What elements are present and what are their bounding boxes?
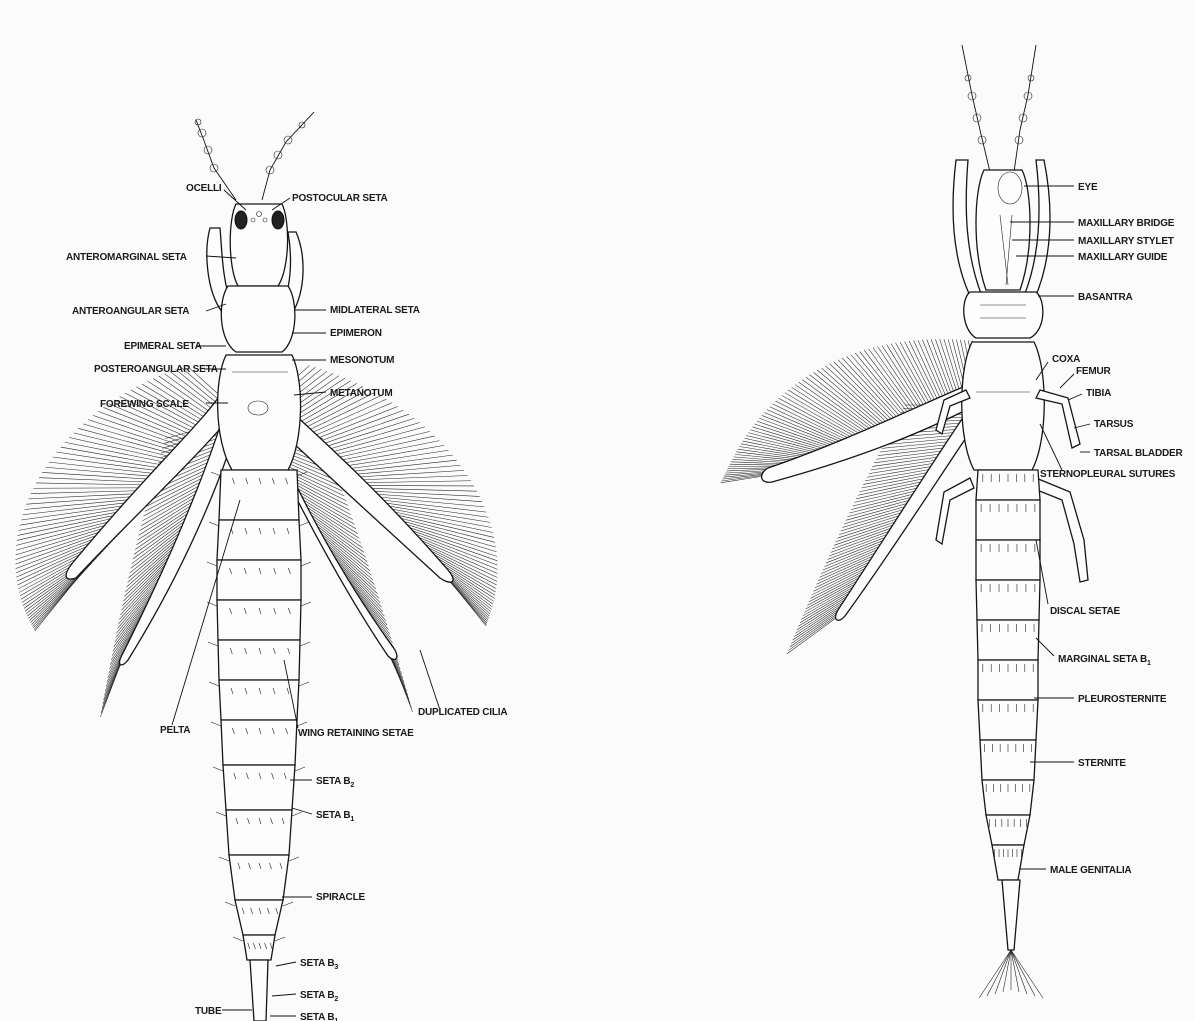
label-sternite: STERNITE [1078,758,1126,769]
label-eye: EYE [1078,182,1098,193]
label-maxillary-bridge: MAXILLARY BRIDGE [1078,218,1175,229]
left-tube [250,960,268,1021]
label-anteroangular-seta: ANTEROANGULAR SETA [72,306,189,317]
label-posteroangular-seta: POSTEROANGULAR SETA [94,364,218,375]
abdomen-segment [221,720,297,765]
label-seta-b1: SETA B1 [316,810,354,823]
abdomen-segment [229,855,289,900]
label-seta-b3: SETA B3 [300,958,338,971]
abdomen-segment [226,810,292,855]
label-tube: TUBE [195,1006,222,1017]
abdomen-segment [219,470,299,520]
right-specimen-ventral [721,45,1088,998]
label-midlateral-seta: MIDLATERAL SETA [330,305,420,316]
right-hindleg-left [936,478,974,544]
label-seta-b2: SETA B2 [316,776,354,789]
label-epimeron: EPIMERON [330,328,382,339]
left-specimen-dorsal [15,112,497,1021]
right-prosternum [964,292,1043,338]
label-tarsus: TARSUS [1094,419,1134,430]
left-prothorax [221,286,295,352]
abdomen-segment [235,900,283,935]
label-wing-retaining-setae: WING RETAINING SETAE [298,728,414,739]
label-anteromarginal-seta: ANTEROMARGINAL SETA [66,252,187,263]
label-discal-setae: DISCAL SETAE [1050,606,1121,617]
label-tarsal-bladder: TARSAL BLADDER [1094,448,1183,459]
label-duplicated-cilia: DUPLICATED CILIA [418,707,507,718]
right-abdomen [976,470,1040,880]
label-coxa: COXA [1052,354,1080,365]
label-male-genitalia: MALE GENITALIA [1050,865,1131,876]
label-tibia: TIBIA [1086,388,1111,399]
label-marginal-seta-b1: MARGINAL SETA B1 [1058,654,1151,667]
label-basantra: BASANTRA [1078,292,1133,303]
label-metanotum: METANOTUM [330,388,392,399]
left-compound-eye-right [272,211,284,229]
label-pleurosternite: PLEUROSTERNITE [1078,694,1167,705]
label-epimeral-seta: EPIMERAL SETA [124,341,202,352]
label-postocular-seta: POSTOCULAR SETA [292,193,388,204]
label-maxillary-guide: MAXILLARY GUIDE [1078,252,1168,263]
abdomen-segment [219,680,299,720]
abdomen-segment [218,640,300,680]
label-maxillary-stylet: MAXILLARY STYLET [1078,236,1174,247]
abdomen-segment [217,520,301,560]
label-sternopleural-sutures: STERNOPLEURAL SUTURES [1040,469,1176,480]
right-antennae [962,45,1036,172]
label-seta-b1-lower: SETA B1 [300,1012,338,1021]
right-terminal-setae [979,950,1043,998]
label-femur: FEMUR [1076,366,1112,377]
abdomen-segment [217,560,301,600]
label-forewing-scale: FOREWING SCALE [100,399,189,410]
abdomen-segment [223,765,295,810]
abdomen-segment [217,600,301,640]
label-ocelli: OCELLI [186,183,222,194]
label-pelta: PELTA [160,725,190,736]
left-compound-eye [235,211,247,229]
right-genital-tip [1002,880,1020,950]
abdomen-segment [243,935,275,960]
label-spiracle: SPIRACLE [316,892,365,903]
right-thorax [962,342,1045,470]
label-seta-b2-lower: SETA B2 [300,990,338,1003]
label-mesonotum: MESONOTUM [330,355,394,366]
